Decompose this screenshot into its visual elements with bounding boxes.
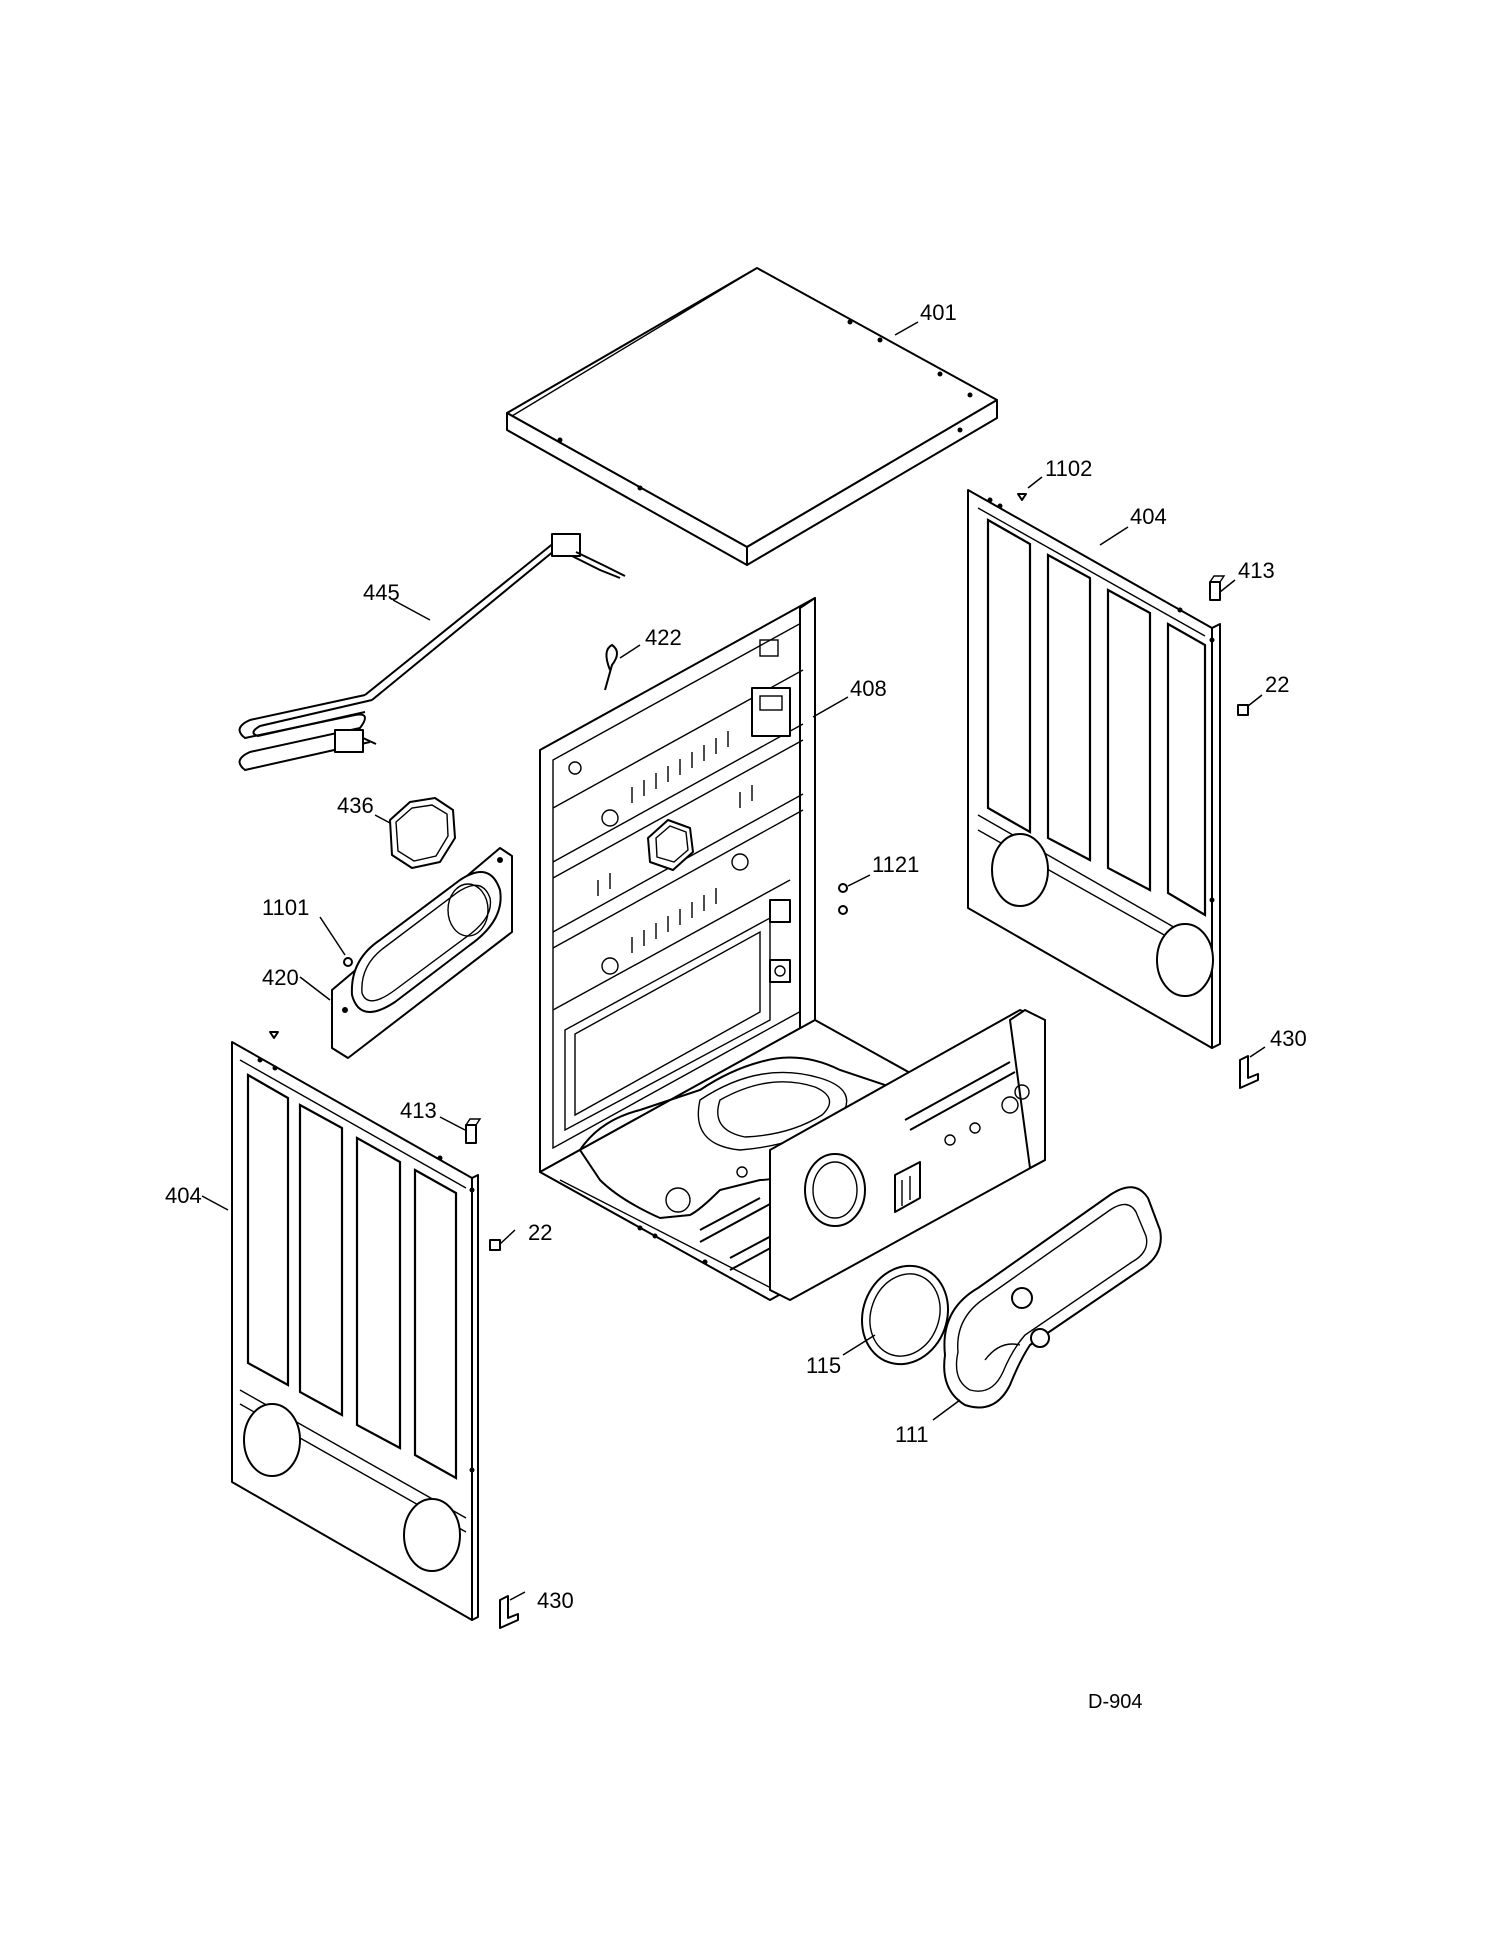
label-420: 420 xyxy=(262,965,299,990)
label-1101: 1101 xyxy=(262,895,309,920)
side-panel-left xyxy=(231,1041,479,1621)
label-408: 408 xyxy=(850,676,887,701)
label-1102: 1102 xyxy=(1045,456,1092,481)
label-430-left: 430 xyxy=(537,1588,574,1613)
nut-left xyxy=(489,1239,501,1251)
callout-labels: 401 1102 404 413 22 445 422 408 436 1121… xyxy=(165,300,1307,1713)
label-404-left: 404 xyxy=(165,1183,202,1208)
seal-115 xyxy=(860,1264,950,1366)
label-404-right: 404 xyxy=(1130,504,1167,529)
label-445: 445 xyxy=(363,580,400,605)
label-436: 436 xyxy=(337,793,374,818)
gasket-436 xyxy=(389,797,456,869)
heater-element xyxy=(238,533,626,772)
label-413-left: 413 xyxy=(400,1098,437,1123)
blower-housing xyxy=(943,1186,1162,1409)
label-430-right: 430 xyxy=(1270,1026,1307,1051)
drawing-code: D-904 xyxy=(1088,1691,1142,1713)
screw-1102 xyxy=(1017,493,1027,501)
top-panel xyxy=(506,267,998,566)
label-115: 115 xyxy=(806,1353,841,1378)
label-22-right: 22 xyxy=(1265,672,1289,697)
label-22-left: 22 xyxy=(528,1220,552,1245)
label-111: 111 xyxy=(895,1422,928,1447)
label-1121: 1121 xyxy=(872,852,919,877)
screw-1121 xyxy=(838,883,848,915)
heater-cover xyxy=(331,847,513,1059)
cabinet-base xyxy=(539,597,1046,1301)
screw-left-panel xyxy=(269,1031,279,1039)
label-422: 422 xyxy=(645,625,682,650)
foot-left xyxy=(499,1595,519,1629)
nut-right xyxy=(1237,704,1249,716)
wire-tie xyxy=(604,643,618,691)
foot-right xyxy=(1239,1055,1259,1089)
label-413-right: 413 xyxy=(1238,558,1275,583)
clip-left xyxy=(465,1118,482,1144)
screw-1101 xyxy=(343,957,353,967)
leader-lines xyxy=(201,321,1266,1601)
clip-right xyxy=(1209,575,1226,601)
side-panel-right xyxy=(967,489,1221,1049)
label-401: 401 xyxy=(920,300,957,325)
